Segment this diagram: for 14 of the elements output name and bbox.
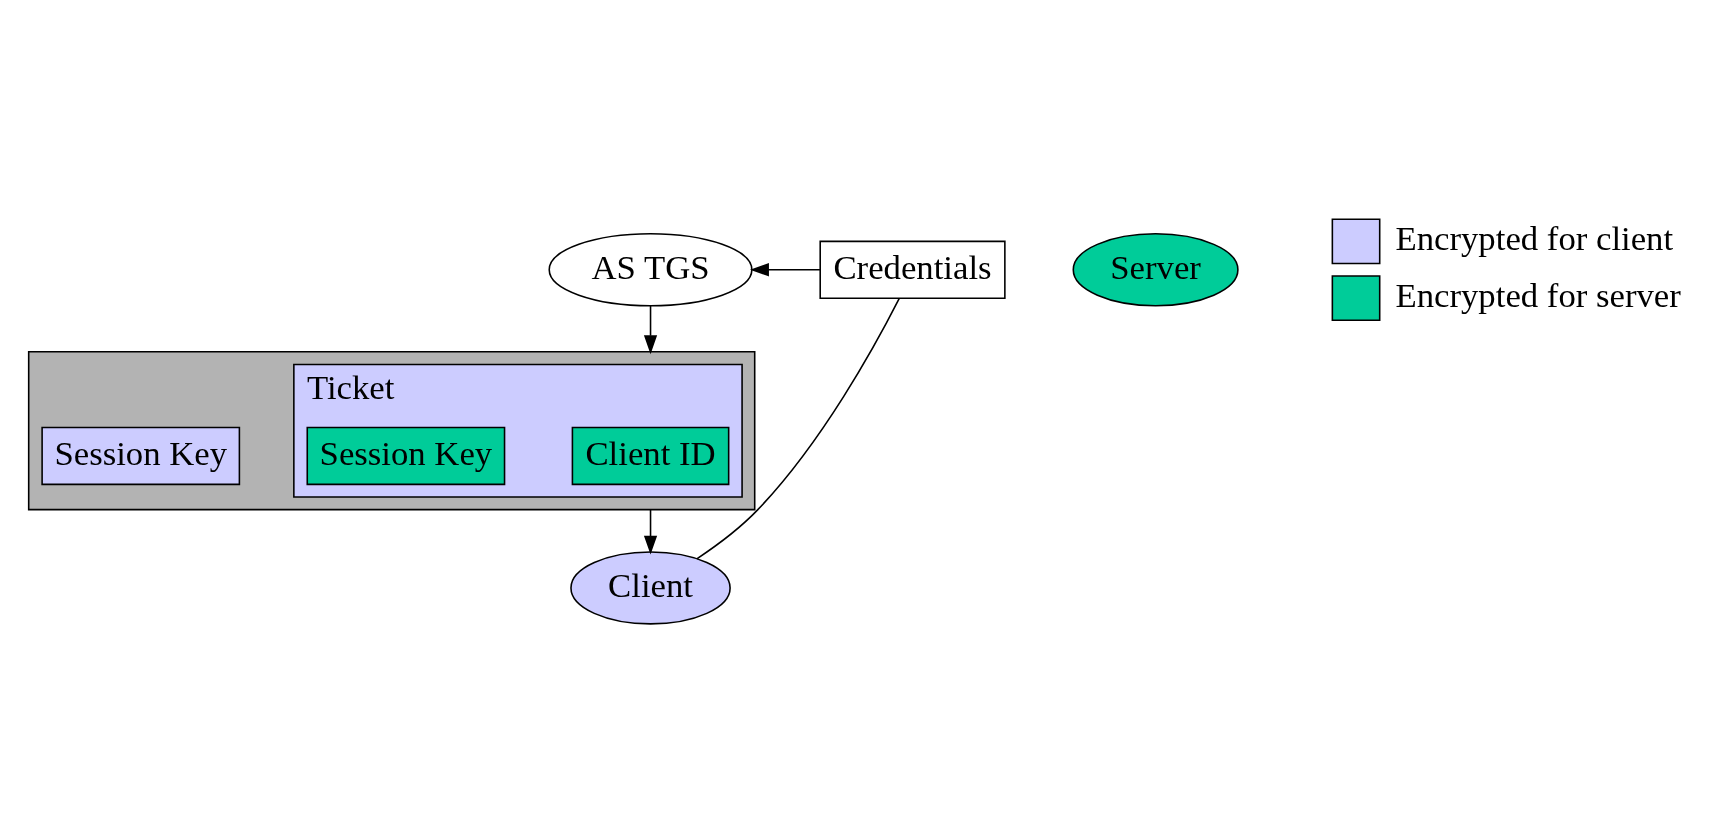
arrow	[643, 508, 658, 555]
cluster	[27, 350, 756, 510]
arrow	[643, 304, 658, 354]
node-box: Credentials	[819, 240, 1006, 299]
legend-label: Encrypted for client	[1395, 218, 1674, 258]
connector	[696, 297, 900, 560]
node-box: Session Key	[306, 426, 506, 485]
node-box: Session Key	[41, 426, 241, 485]
node-ellipse: AS TGS	[548, 232, 753, 306]
node-ellipse: Client	[570, 550, 731, 625]
arrow	[749, 262, 821, 276]
legend-label: Encrypted for server	[1395, 275, 1681, 315]
node-box: Client ID	[571, 426, 730, 485]
node-ellipse: Server	[1072, 232, 1239, 306]
